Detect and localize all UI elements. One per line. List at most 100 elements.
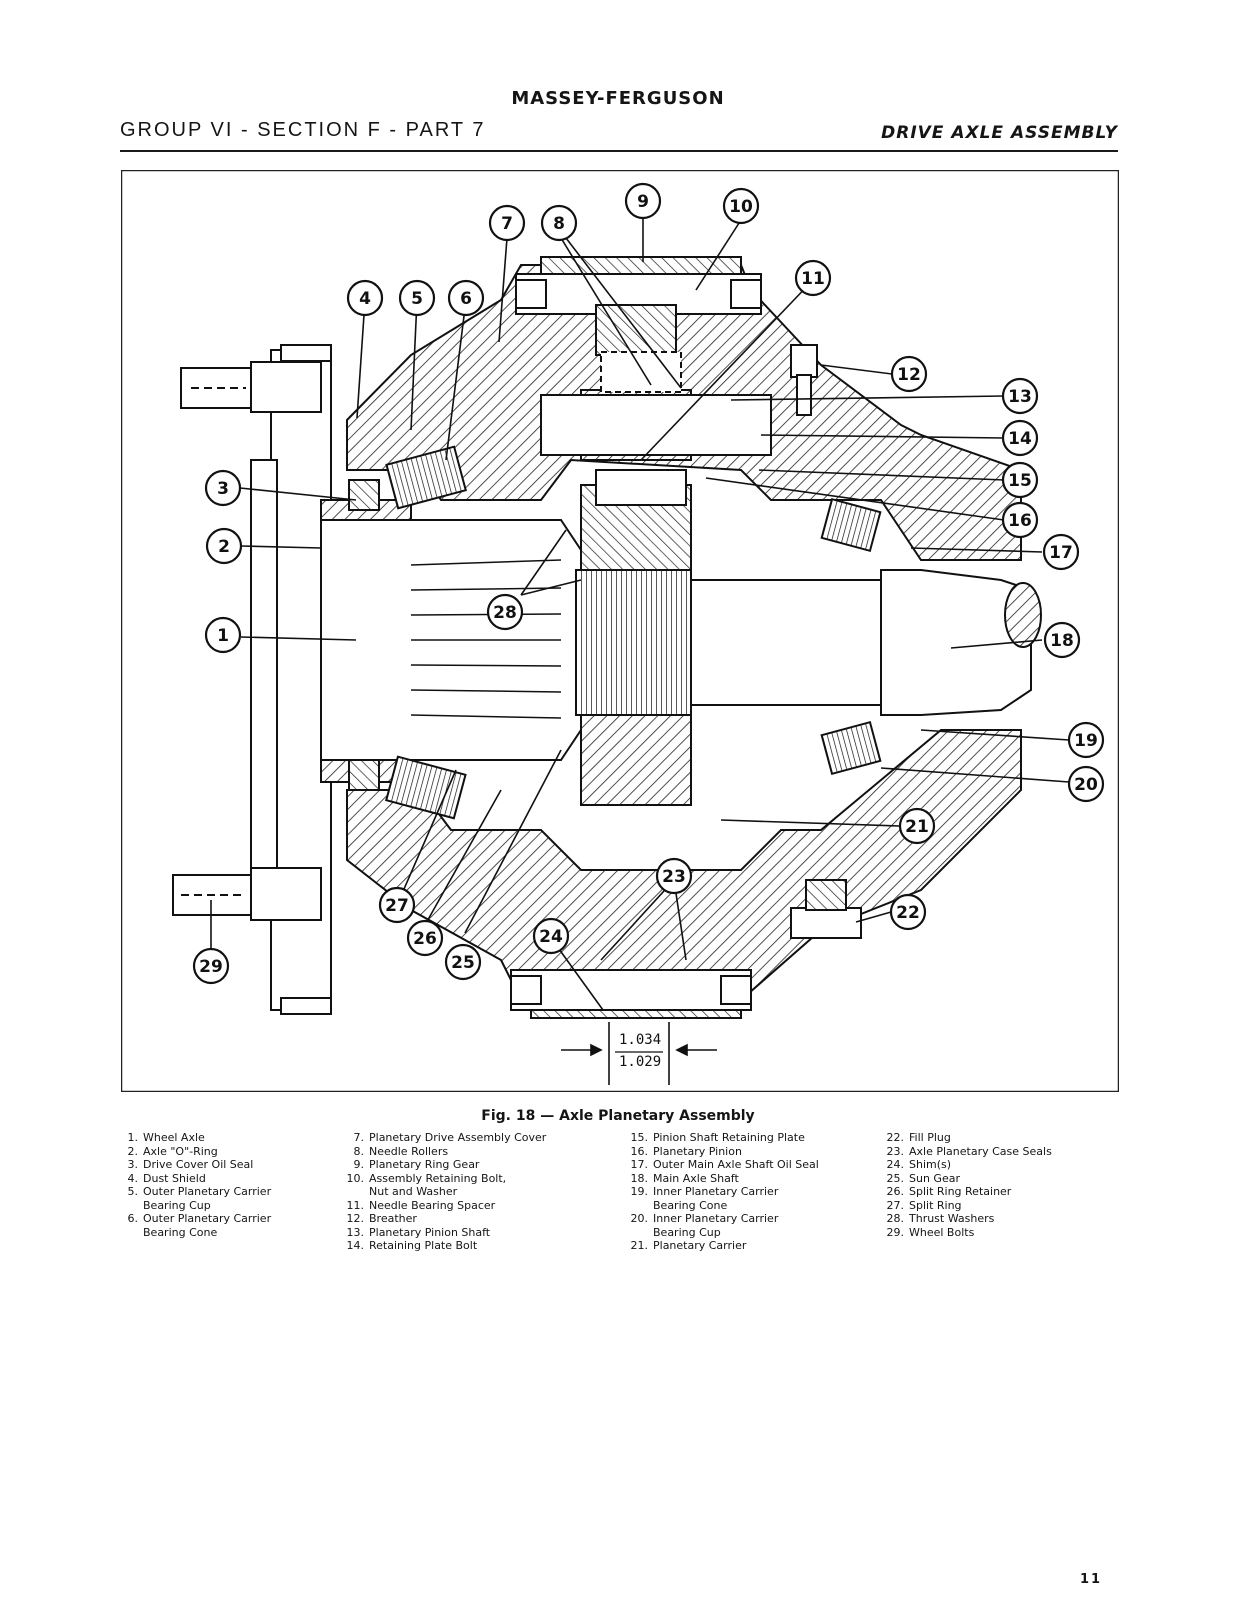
axle-planetary-diagram: 1.034 1.029 1: [121, 170, 1119, 1092]
legend-item: 10.Assembly Retaining Bolt, Nut and Wash…: [346, 1171, 507, 1199]
dimension-top: 1.034: [619, 1032, 661, 1048]
figure-caption: Fig. 18 — Axle Planetary Assembly: [481, 1108, 755, 1124]
legend-item: 18.Main Axle Shaft: [630, 1171, 739, 1185]
legend-column-4: 22.Fill Plug 23.Axle Planetary Case Seal…: [880, 1131, 1110, 1239]
header-rule: [120, 150, 1118, 152]
svg-text:2: 2: [218, 537, 230, 557]
legend-item: 9.Planetary Ring Gear: [353, 1158, 480, 1171]
legend-column-2: 7.Planetary Drive Assembly Cover 8.Needl…: [340, 1131, 590, 1253]
legend-item: 22.Fill Plug: [886, 1131, 951, 1144]
svg-text:16: 16: [1008, 511, 1032, 531]
wheel-bolt-bottom: [172, 867, 322, 921]
svg-text:17: 17: [1049, 543, 1073, 563]
callout-2: 2: [205, 527, 243, 565]
svg-text:7: 7: [501, 214, 513, 234]
legend-item: 23.Axle Planetary Case Seals: [886, 1144, 1052, 1158]
legend-item: 3.Drive Cover Oil Seal: [127, 1158, 254, 1171]
legend-item: 4.Dust Shield: [127, 1171, 206, 1185]
legend-item: 16.Planetary Pinion: [630, 1144, 742, 1158]
callout-9: 9: [624, 182, 662, 220]
callout-26: 26: [406, 919, 444, 957]
dimension-bottom: 1.029: [619, 1054, 661, 1070]
legend-item: 12.Breather: [346, 1212, 417, 1225]
callout-15: 15: [1001, 461, 1039, 499]
bearing-cones: [348, 445, 882, 820]
fill-plug: [790, 879, 862, 939]
legend-item: 25.Sun Gear: [886, 1171, 960, 1185]
page-number: 11: [1080, 1572, 1103, 1587]
legend-item: 11.Needle Bearing Spacer: [346, 1198, 496, 1212]
callout-3: 3: [204, 469, 242, 507]
svg-text:14: 14: [1008, 429, 1032, 449]
callout-10: 10: [722, 187, 760, 225]
callout-11: 11: [794, 259, 832, 297]
svg-text:24: 24: [539, 927, 563, 947]
callout-29: 29: [192, 947, 230, 985]
legend-item: 17.Outer Main Axle Shaft Oil Seal: [630, 1158, 819, 1171]
svg-text:23: 23: [662, 867, 686, 887]
callout-24: 24: [532, 917, 570, 955]
svg-text:13: 13: [1008, 387, 1032, 407]
callout-27: 27: [378, 886, 416, 924]
svg-text:8: 8: [553, 214, 565, 234]
legend-item: 20.Inner Planetary Carrier Bearing Cup: [630, 1212, 779, 1239]
svg-text:27: 27: [385, 896, 409, 916]
svg-text:22: 22: [896, 903, 920, 923]
sun-gear: [575, 484, 692, 806]
page-title: DRIVE AXLE ASSEMBLY: [881, 123, 1118, 143]
svg-text:19: 19: [1074, 731, 1098, 751]
callout-19: 19: [1067, 721, 1105, 759]
legend-column-3: 15.Pinion Shaft Retaining Plate 16.Plane…: [624, 1131, 869, 1253]
svg-text:1: 1: [217, 626, 229, 646]
legend-item: 15.Pinion Shaft Retaining Plate: [630, 1131, 805, 1144]
svg-text:12: 12: [897, 365, 921, 385]
legend-item: 21.Planetary Carrier: [630, 1239, 747, 1252]
legend-item: 28.Thrust Washers: [886, 1212, 995, 1225]
shim-dimension: [561, 1022, 717, 1085]
svg-text:6: 6: [460, 289, 472, 309]
callout-25: 25: [444, 943, 482, 981]
legend-item: 19.Inner Planetary Carrier Bearing Cone: [630, 1185, 779, 1212]
legend-item: 24.Shim(s): [886, 1158, 952, 1171]
svg-text:21: 21: [905, 817, 929, 837]
callout-12: 12: [890, 355, 928, 393]
legend-item: 14.Retaining Plate Bolt: [346, 1239, 478, 1252]
assembly-bolt-top: [515, 273, 762, 315]
svg-text:28: 28: [493, 603, 517, 623]
legend-item: 6.Outer Planetary Carrier Bearing Cone: [127, 1212, 272, 1239]
callout-21: 21: [898, 807, 936, 845]
svg-text:20: 20: [1074, 775, 1098, 795]
svg-text:25: 25: [451, 953, 475, 973]
wheel-axle-shaft: [320, 499, 582, 783]
legend-item: 7.Planetary Drive Assembly Cover: [353, 1131, 547, 1144]
section-heading: GROUP VI - SECTION F - PART 7: [120, 119, 486, 141]
breather: [790, 344, 818, 416]
legend-item: 8.Needle Rollers: [353, 1144, 449, 1158]
legend-item: 26.Split Ring Retainer: [886, 1185, 1012, 1198]
callout-20: 20: [1067, 765, 1105, 803]
legend-item: 29.Wheel Bolts: [886, 1225, 975, 1239]
svg-text:18: 18: [1050, 631, 1074, 651]
legend-item: 5.Outer Planetary Carrier Bearing Cup: [127, 1185, 272, 1212]
wheel-bolt-top: [180, 361, 322, 413]
assembly-bolt-bottom: [510, 969, 752, 1011]
callout-1: 1: [204, 616, 242, 654]
callout-7: 7: [488, 204, 526, 242]
legend-item: 27.Split Ring: [886, 1198, 962, 1212]
main-axle-shaft: [690, 569, 1042, 716]
svg-text:26: 26: [413, 929, 437, 949]
svg-text:3: 3: [217, 479, 229, 499]
callout-16: 16: [1001, 501, 1039, 539]
legend-item: 13.Planetary Pinion Shaft: [346, 1225, 491, 1239]
brand-title: MASSEY-FERGUSON: [511, 88, 725, 109]
svg-text:5: 5: [411, 289, 423, 309]
svg-text:29: 29: [199, 957, 223, 977]
planetary-pinion: [540, 304, 772, 506]
callout-14: 14: [1001, 419, 1039, 457]
callout-8: 8: [540, 204, 578, 242]
callout-23: 23: [655, 857, 693, 895]
svg-text:9: 9: [637, 192, 649, 212]
callout-28: 28: [486, 593, 524, 631]
legend-item: 2.Axle "O"-Ring: [127, 1144, 218, 1158]
legend-item: 1.Wheel Axle: [127, 1131, 205, 1144]
